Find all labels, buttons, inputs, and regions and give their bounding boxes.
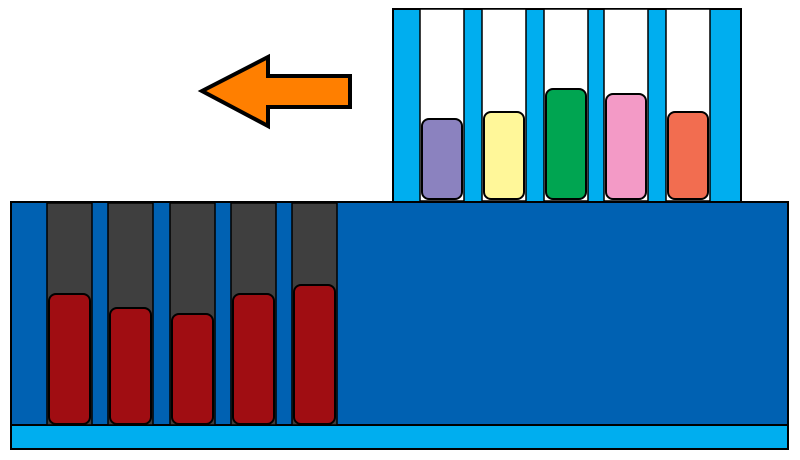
bottom-rack: [10, 201, 789, 450]
left-arrow-icon: [197, 53, 352, 130]
sample-tube-blood-2: [109, 307, 152, 425]
sample-tube-pink: [605, 93, 647, 200]
sample-tube-blood-1: [48, 293, 91, 425]
sample-tube-blood-5: [293, 284, 336, 425]
sample-tube-blood-3: [171, 313, 214, 425]
sample-tube-yellow: [483, 111, 525, 200]
bottom-rack-tubes: [48, 284, 336, 425]
sample-tube-green: [545, 88, 587, 200]
sample-tube-purple: [421, 118, 463, 200]
sample-tube-blood-4: [232, 293, 275, 425]
bottom-rack-base: [10, 424, 789, 450]
sample-tube-coral: [667, 111, 709, 200]
top-rack-tubes: [421, 88, 709, 200]
top-rack: [392, 8, 742, 203]
